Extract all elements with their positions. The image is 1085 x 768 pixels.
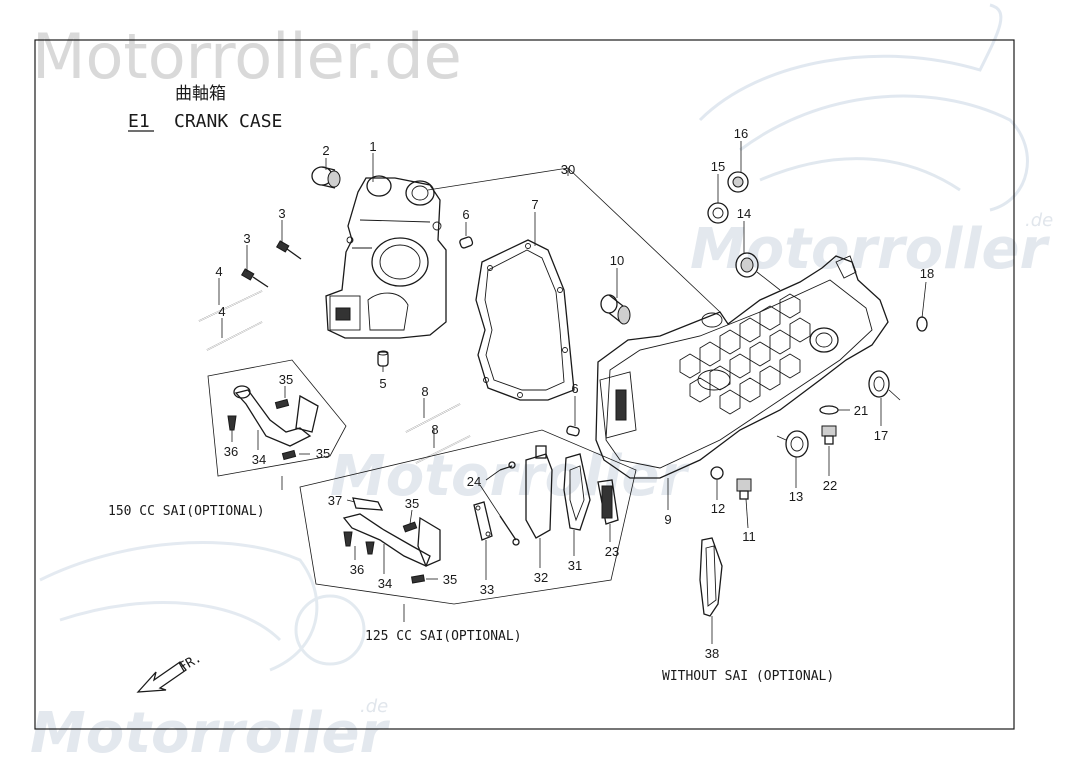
label-part-31: 31: [568, 558, 582, 573]
label-part-33: 33: [480, 582, 494, 597]
part-seal-17: [868, 370, 890, 398]
title-chinese: 曲軸箱: [175, 84, 226, 104]
label-part-24: 24: [467, 474, 481, 489]
part-stud-4a: [198, 290, 263, 322]
group-125cc-sai: [299, 429, 637, 622]
label-part-35d: 35: [443, 572, 457, 587]
label-part-21: 21: [854, 403, 868, 418]
label-part-12: 12: [711, 501, 725, 516]
part-cover-38: [699, 537, 723, 617]
watermark-center: Motorroller: [330, 444, 691, 509]
label-part-23: 23: [605, 544, 619, 559]
label-part-3b: 3: [243, 231, 250, 246]
watermark-right-suffix: .de: [1025, 210, 1053, 231]
watermark-bottom-suffix: .de: [360, 696, 388, 717]
part-dowel-6a: [459, 236, 474, 249]
label-part-35c: 35: [405, 496, 419, 511]
label-part-8b: 8: [431, 422, 438, 437]
label-part-11: 11: [742, 529, 756, 544]
label-part-35b: 35: [316, 446, 330, 461]
part-washer-12: [710, 466, 724, 480]
label-part-18: 18: [920, 266, 934, 281]
part-stud-4b: [206, 321, 263, 351]
caption-front: FR.: [177, 651, 205, 676]
label-part-6a: 6: [462, 207, 469, 222]
part-stud-8b: [415, 435, 471, 464]
label-part-3a: 3: [278, 206, 285, 221]
label-part-36b: 36: [350, 562, 364, 577]
leader-lines: [218, 141, 927, 644]
part-bush-10: [600, 294, 631, 325]
label-part-34b: 34: [378, 576, 392, 591]
label-part-17: 17: [874, 428, 888, 443]
part-bolt-3b: [240, 268, 269, 288]
part-bearing-16: [727, 171, 749, 193]
label-part-38: 38: [705, 646, 719, 661]
part-bolt-3a: [275, 240, 302, 260]
label-part-14: 14: [737, 206, 751, 221]
label-part-4a: 4: [215, 264, 222, 279]
label-part-22: 22: [823, 478, 837, 493]
label-part-32: 32: [534, 570, 548, 585]
part-plug-18: [916, 316, 928, 332]
label-part-1: 1: [369, 139, 376, 154]
part-bush-2: [311, 166, 341, 189]
part-bolt-11: [736, 478, 752, 500]
label-part-5: 5: [379, 376, 386, 391]
caption-125cc-sai: 125 CC SAI(OPTIONAL): [365, 629, 522, 644]
title-name: CRANK CASE: [174, 111, 282, 132]
part-bolt-22: [821, 425, 837, 445]
title-code: E1: [128, 111, 150, 132]
label-part-6b: 6: [571, 381, 578, 396]
part-dowel-6b: [566, 425, 580, 437]
label-part-30: 30: [561, 162, 575, 177]
label-part-37: 37: [328, 493, 342, 508]
label-part-13: 13: [789, 489, 803, 504]
part-dowel-5: [377, 350, 389, 367]
part-washer-21: [819, 405, 839, 415]
front-direction-arrow: [136, 661, 187, 693]
caption-without-sai: WITHOUT SAI (OPTIONAL): [662, 669, 834, 684]
group-150cc-sai: [207, 359, 347, 490]
watermark-logo-right: [698, 3, 1029, 212]
part-stud-8a: [405, 403, 461, 433]
label-part-16: 16: [734, 126, 748, 141]
label-part-8a: 8: [421, 384, 428, 399]
part-gasket-7: [475, 239, 575, 401]
watermark-bottom: Motorroller: [30, 701, 391, 766]
watermark-logo-left: [39, 541, 366, 672]
part-seal-13: [785, 430, 809, 458]
caption-150cc-sai: 150 CC SAI(OPTIONAL): [108, 504, 265, 519]
part-bearing-14: [735, 252, 759, 278]
label-part-35a: 35: [279, 372, 293, 387]
label-part-36a: 36: [224, 444, 238, 459]
label-part-10: 10: [610, 253, 624, 268]
label-part-2: 2: [322, 143, 329, 158]
label-part-34a: 34: [252, 452, 266, 467]
part-left-crankcase-1: [325, 175, 447, 339]
label-part-4b: 4: [218, 304, 225, 319]
label-part-7: 7: [531, 197, 538, 212]
label-part-9: 9: [664, 512, 671, 527]
label-part-15: 15: [711, 159, 725, 174]
watermark-top-left: Motorroller.de: [32, 20, 462, 93]
diagram-frame: [34, 39, 1015, 730]
